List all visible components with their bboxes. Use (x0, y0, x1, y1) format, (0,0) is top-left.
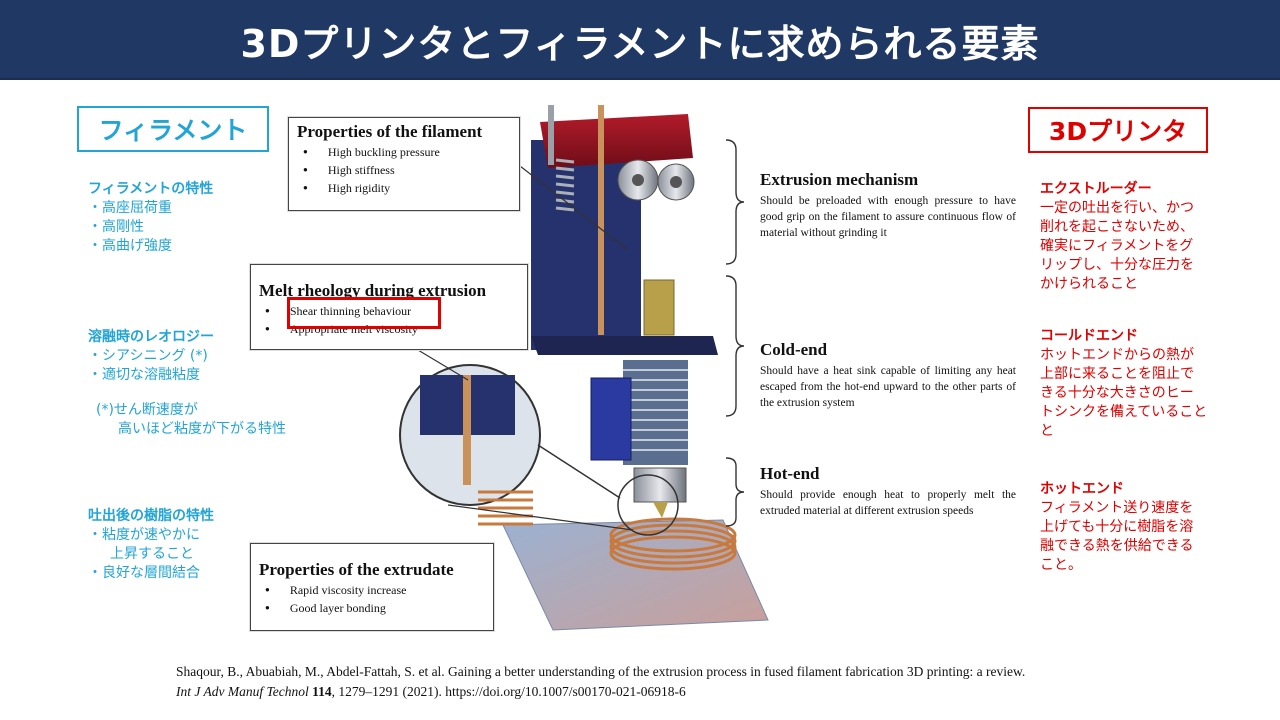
filament-properties-item: High rigidity (328, 180, 519, 198)
extrudate-item: ・粘度が速やかに (88, 527, 200, 543)
printer-illustration (399, 105, 769, 631)
extruder-note: エクストルーダー 一定の吐出を行い、かつ 削れを起こさないため、 確実にフィラメ… (1040, 180, 1194, 294)
extrudate-heading: 吐出後の樹脂の特性 (88, 508, 214, 524)
melt-rheology-box: Melt rheology during extrusion Shear thi… (250, 264, 528, 350)
extrudate-item: 上昇すること (110, 546, 194, 562)
rheology-item: ・シアシニング (*) (88, 348, 208, 364)
citation: Shaqour, B., Abuabiah, M., Abdel-Fattah,… (176, 662, 1186, 702)
filament-properties-note: フィラメントの特性 ・高座屈荷重 ・高剛性 ・高曲げ強度 (88, 180, 213, 256)
cold-end-heading: コールドエンド (1040, 328, 1138, 344)
rheology-heading: 溶融時のレオロジー (88, 329, 214, 345)
extrusion-mechanism-text: Should be preloaded with enough pressure… (760, 195, 1016, 239)
extruder-line: リップし、十分な圧力を (1040, 257, 1194, 273)
filament-properties-title: Properties of the filament (297, 122, 483, 141)
extrusion-mechanism-title: Extrusion mechanism (760, 170, 919, 189)
extrudate-properties-item: Good layer bonding (290, 600, 493, 618)
extruder-line: 一定の吐出を行い、かつ (1040, 200, 1194, 216)
printer-label: 3Dプリンタ (1028, 107, 1208, 153)
cold-end-line: 上部に来ることを阻止で (1040, 366, 1194, 382)
hot-end-text: Should provide enough heat to properly m… (760, 489, 1016, 517)
rheology-footnote-2: 高いほど粘度が下がる特性 (118, 421, 286, 437)
filament-properties-box: Properties of the filament High buckling… (288, 117, 520, 211)
cold-end-text: Should have a heat sink capable of limit… (760, 365, 1016, 409)
hot-end-desc: Hot-end Should provide enough heat to pr… (760, 464, 1016, 519)
rheology-item: ・適切な溶融粘度 (88, 367, 200, 383)
filament-property-item: ・高曲げ強度 (88, 238, 172, 254)
extruder-line: 確実にフィラメントをグ (1040, 238, 1194, 254)
melt-rheology-item: Appropriate melt viscosity (290, 321, 527, 339)
cold-end-line: きる十分な大きさのヒー (1040, 385, 1194, 401)
citation-line1: Shaqour, B., Abuabiah, M., Abdel-Fattah,… (176, 664, 1026, 679)
filament-property-item: ・高剛性 (88, 219, 144, 235)
filament-property-item: ・高座屈荷重 (88, 200, 172, 216)
extrudate-note: 吐出後の樹脂の特性 ・粘度が速やかに 上昇すること ・良好な層間結合 (88, 507, 214, 583)
extruder-heading: エクストルーダー (1040, 181, 1152, 197)
extrusion-mechanism-desc: Extrusion mechanism Should be preloaded … (760, 170, 1016, 241)
filament-label: フィラメント (77, 106, 269, 152)
rheology-footnote: (*)せん断速度が (96, 402, 198, 418)
extrudate-item: ・良好な層間結合 (88, 565, 200, 581)
cold-end-line: と (1040, 423, 1054, 439)
filament-properties-heading: フィラメントの特性 (88, 181, 214, 197)
cold-end-line: ホットエンドからの熱が (1040, 347, 1194, 363)
slide-title: 3Dプリンタとフィラメントに求められる要素 (0, 0, 1280, 80)
hot-end-line: こと。 (1040, 557, 1082, 573)
hot-end-title: Hot-end (760, 464, 820, 483)
shear-thinning-highlight (287, 297, 441, 329)
extrudate-properties-item: Rapid viscosity increase (290, 582, 493, 600)
cold-end-title: Cold-end (760, 340, 828, 359)
hot-end-heading: ホットエンド (1040, 481, 1124, 497)
extruder-line: 削れを起こさないため、 (1040, 219, 1194, 235)
hot-end-line: 融できる熱を供給できる (1040, 538, 1194, 554)
melt-rheology-item: Shear thinning behaviour (290, 303, 527, 321)
rheology-note: 溶融時のレオロジー ・シアシニング (*) ・適切な溶融粘度 (*)せん断速度が… (88, 328, 286, 439)
cold-end-note: コールドエンド ホットエンドからの熱が 上部に来ることを阻止で きる十分な大きさ… (1040, 327, 1207, 441)
filament-properties-item: High buckling pressure (328, 144, 519, 162)
extrudate-properties-title: Properties of the extrudate (259, 560, 454, 579)
citation-rest: , 1279–1291 (2021). https://doi.org/10.1… (331, 684, 686, 699)
cold-end-line: トシンクを備えていること (1040, 404, 1208, 420)
citation-volume: 114 (312, 684, 332, 699)
citation-line2: Int J Adv Manuf Technol 114, 1279–1291 (… (176, 682, 1186, 702)
hot-end-line: フィラメント送り速度を (1040, 500, 1194, 516)
extrudate-properties-box: Properties of the extrudate Rapid viscos… (250, 543, 494, 631)
citation-journal: Int J Adv Manuf Technol (176, 684, 309, 699)
hot-end-note: ホットエンド フィラメント送り速度を 上げても十分に樹脂を溶 融できる熱を供給で… (1040, 480, 1193, 575)
melt-rheology-title: Melt rheology during extrusion (259, 281, 487, 300)
filament-properties-item: High stiffness (328, 162, 519, 180)
cold-end-desc: Cold-end Should have a heat sink capable… (760, 340, 1016, 411)
hot-end-line: 上げても十分に樹脂を溶 (1040, 519, 1194, 535)
extruder-line: かけられること (1040, 276, 1138, 292)
